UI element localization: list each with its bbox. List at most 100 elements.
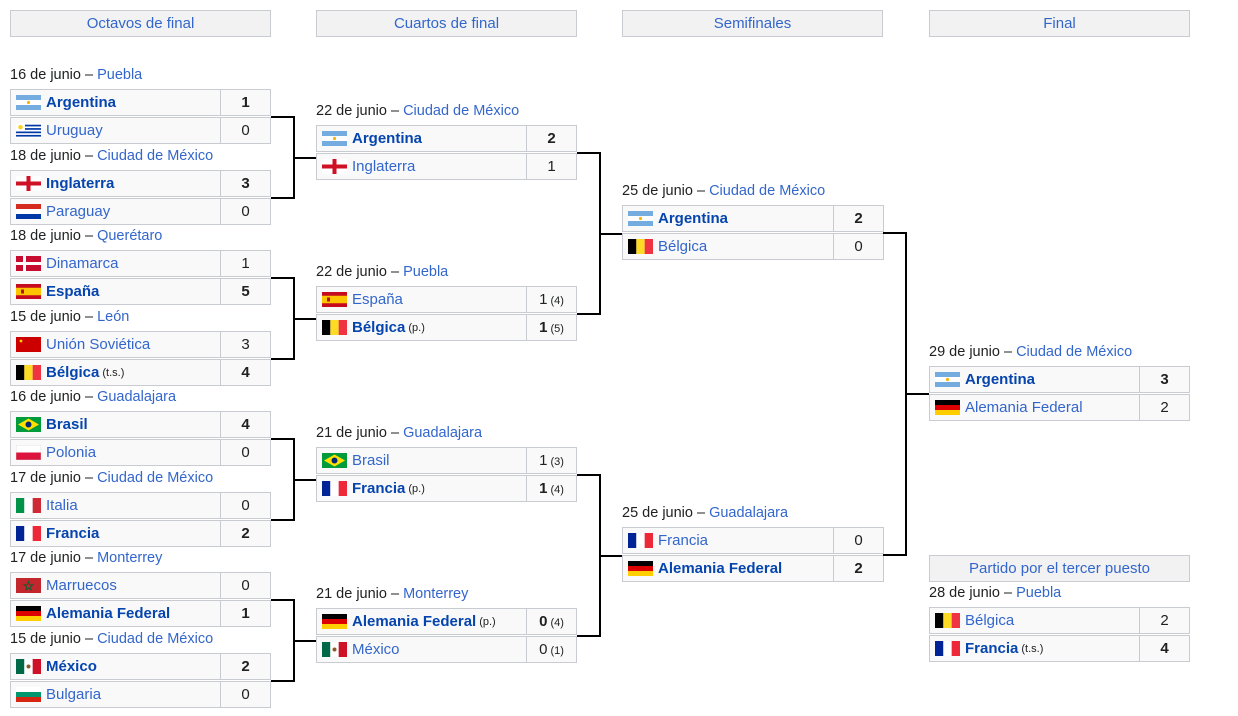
france-flag-icon xyxy=(322,481,347,496)
team-name-link[interactable]: Italia xyxy=(46,497,78,514)
venue-link[interactable]: Ciudad de México xyxy=(97,470,214,486)
team-name-link[interactable]: Bélgica xyxy=(46,364,100,381)
team-name-link[interactable]: México xyxy=(352,641,400,658)
team-score: 0 xyxy=(539,641,548,658)
venue-link[interactable]: León xyxy=(97,309,130,325)
brazil-flag-icon xyxy=(16,417,41,432)
team-name-link[interactable]: Brasil xyxy=(46,416,88,433)
venue-link[interactable]: Puebla xyxy=(1016,585,1062,601)
match-team-row: España 1(4) xyxy=(316,286,577,313)
team-name-link[interactable]: Alemania Federal xyxy=(965,399,1083,416)
venue-link[interactable]: Monterrey xyxy=(403,586,469,602)
venue-link[interactable]: Ciudad de México xyxy=(97,148,214,164)
west-germany-flag-icon xyxy=(935,400,960,415)
paraguay-flag-icon xyxy=(16,204,41,219)
team-name-link[interactable]: Argentina xyxy=(352,130,423,147)
belgium-flag-icon xyxy=(16,365,41,380)
team-name-link[interactable]: Bélgica xyxy=(658,238,708,255)
match-date-venue: 17 de junio – Ciudad de México xyxy=(10,469,213,487)
venue-link[interactable]: Querétaro xyxy=(97,228,163,244)
team-score-cell: 1(4) xyxy=(527,286,577,313)
team-score: 2 xyxy=(547,130,556,147)
team-name-link[interactable]: Bulgaria xyxy=(46,686,102,703)
team-name-link[interactable]: Francia xyxy=(658,532,709,549)
team-name-link[interactable]: Argentina xyxy=(658,210,729,227)
team-score: 5 xyxy=(241,283,250,300)
venue-link[interactable]: Ciudad de México xyxy=(97,631,214,647)
team-name-link[interactable]: España xyxy=(46,283,100,300)
team-score: 1 xyxy=(539,452,548,469)
date-separator: – xyxy=(692,183,710,199)
team-cell: México xyxy=(316,636,527,663)
team-name-link[interactable]: Francia xyxy=(965,640,1019,657)
team-name-link[interactable]: Inglaterra xyxy=(352,158,416,175)
team-name-link[interactable]: Bélgica xyxy=(965,612,1015,629)
team-name-link[interactable]: Alemania Federal xyxy=(352,613,477,630)
team-score: 1 xyxy=(241,94,250,111)
team-name-link[interactable]: Inglaterra xyxy=(46,175,115,192)
team-cell: Alemania Federal xyxy=(10,600,221,627)
team-name-link[interactable]: Marruecos xyxy=(46,577,117,594)
team-name-link[interactable]: Argentina xyxy=(46,94,117,111)
venue-link[interactable]: Monterrey xyxy=(97,550,163,566)
team-name-link[interactable]: Francia xyxy=(46,525,100,542)
round-header: Final xyxy=(929,10,1190,37)
team-score-cell: 1(3) xyxy=(527,447,577,474)
soviet-union-flag-icon xyxy=(16,337,41,352)
date-separator: – xyxy=(80,631,98,647)
team-name-link[interactable]: Brasil xyxy=(352,452,390,469)
team-name-link[interactable]: Paraguay xyxy=(46,203,111,220)
team-score-cell: 5 xyxy=(221,278,271,305)
team-name-link[interactable]: Bélgica xyxy=(352,319,406,336)
penalty-score: (4) xyxy=(550,295,564,307)
team-cell: Italia xyxy=(10,492,221,519)
belgium-flag-icon xyxy=(628,239,653,254)
team-name-link[interactable]: Alemania Federal xyxy=(658,560,783,577)
team-name-link[interactable]: España xyxy=(352,291,403,308)
spain-flag-icon xyxy=(16,284,41,299)
venue-link[interactable]: Guadalajara xyxy=(403,425,483,441)
venue-link[interactable]: Puebla xyxy=(97,67,143,83)
team-name-link[interactable]: Uruguay xyxy=(46,122,103,139)
team-cell: España xyxy=(10,278,221,305)
team-name-link[interactable]: Alemania Federal xyxy=(46,605,171,622)
bracket-connector-line xyxy=(600,233,622,235)
team-cell: Inglaterra xyxy=(316,153,527,180)
venue-link[interactable]: Ciudad de México xyxy=(403,103,520,119)
venue-link[interactable]: Ciudad de México xyxy=(709,183,826,199)
team-score-cell: 0 xyxy=(221,492,271,519)
team-score: 1 xyxy=(539,319,548,336)
venue-link[interactable]: Guadalajara xyxy=(97,389,177,405)
team-name-link[interactable]: Argentina xyxy=(965,371,1036,388)
match-date: 22 de junio xyxy=(316,264,387,280)
venue-link[interactable]: Guadalajara xyxy=(709,505,789,521)
bracket-connector-line xyxy=(577,152,600,154)
team-name-link[interactable]: México xyxy=(46,658,97,675)
brazil-flag-icon xyxy=(322,453,347,468)
team-score-cell: 3 xyxy=(1140,366,1190,393)
team-cell: Uruguay xyxy=(10,117,221,144)
venue-link[interactable]: Ciudad de México xyxy=(1016,344,1133,360)
team-cell: Bélgica xyxy=(622,233,834,260)
date-separator: – xyxy=(80,148,98,164)
penalty-score: (5) xyxy=(550,323,564,335)
team-cell: Brasil xyxy=(316,447,527,474)
team-score: 1 xyxy=(539,291,548,308)
team-score-cell: 4 xyxy=(1140,635,1190,662)
date-separator: – xyxy=(80,228,98,244)
match-team-row: Alemania Federal(p.)0(4) xyxy=(316,608,577,635)
team-score-cell: 2 xyxy=(527,125,577,152)
team-name-link[interactable]: Dinamarca xyxy=(46,255,119,272)
italy-flag-icon xyxy=(16,498,41,513)
team-name-link[interactable]: Unión Soviética xyxy=(46,336,151,353)
match-date: 22 de junio xyxy=(316,103,387,119)
date-separator: – xyxy=(692,505,710,521)
venue-link[interactable]: Puebla xyxy=(403,264,449,280)
team-name-link[interactable]: Polonia xyxy=(46,444,97,461)
team-cell: Unión Soviética xyxy=(10,331,221,358)
team-name-link[interactable]: Francia xyxy=(352,480,406,497)
